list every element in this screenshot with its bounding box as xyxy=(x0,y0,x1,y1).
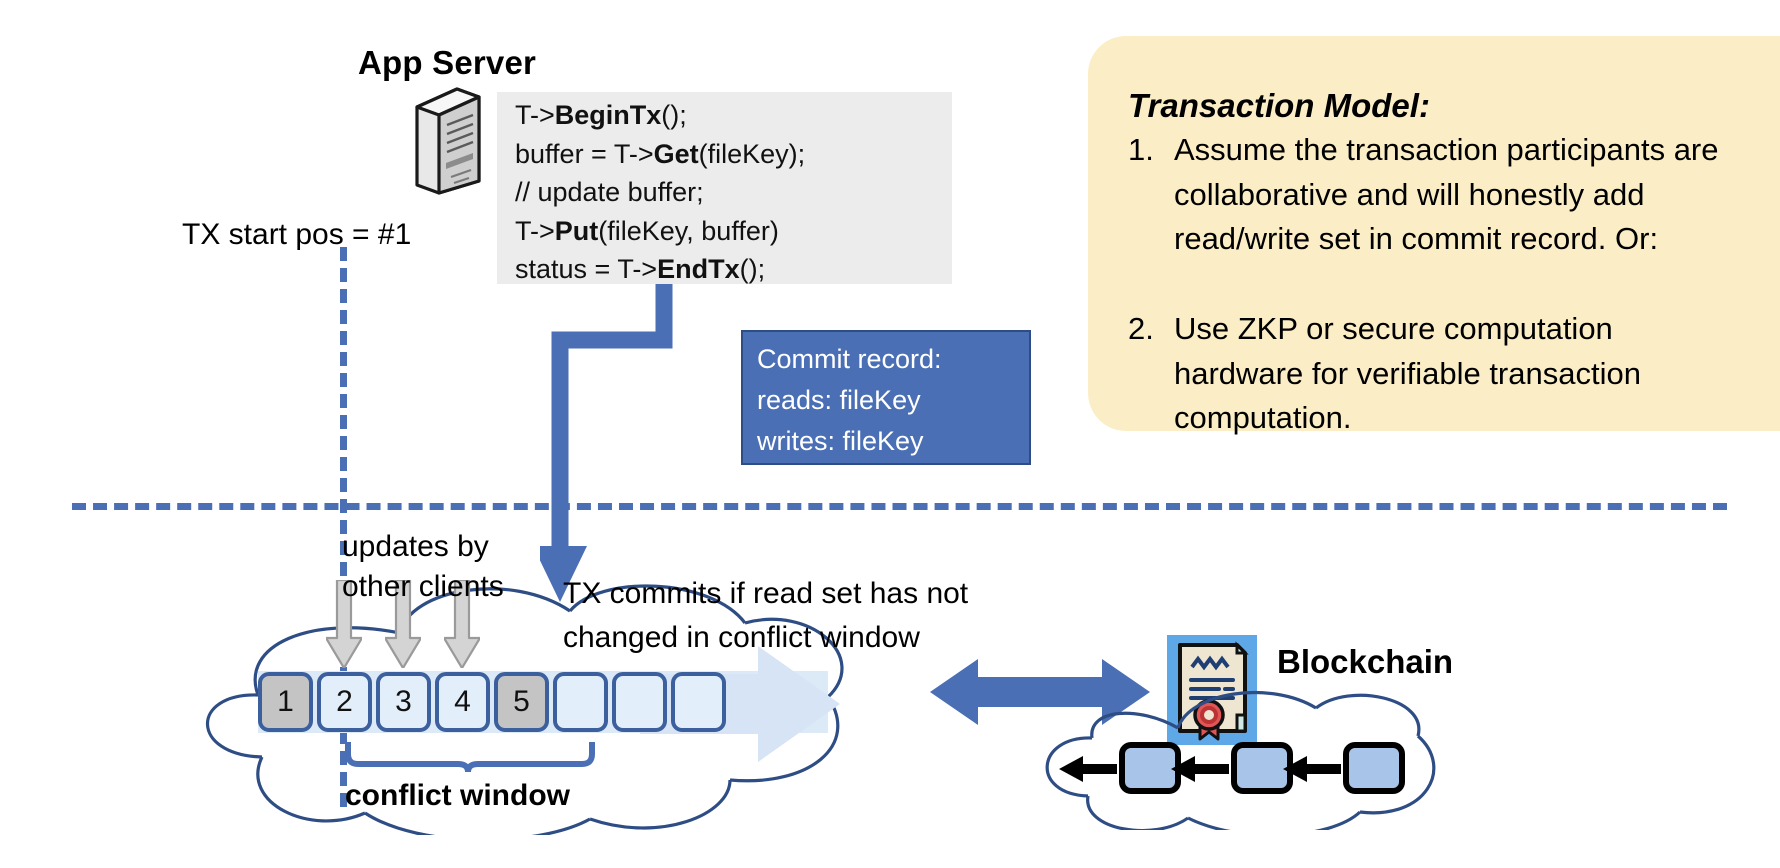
code-line: T->BeginTx(); xyxy=(515,100,687,130)
transaction-model-title: Transaction Model: xyxy=(1128,87,1430,124)
blockchain-link-arrow-2 xyxy=(1171,756,1229,782)
commit-record-box: Commit record: reads: fileKey writes: fi… xyxy=(741,330,1031,465)
log-box-label: 3 xyxy=(395,685,412,718)
blockchain-block-3[interactable] xyxy=(1343,742,1405,794)
tx-start-position-label: TX start pos = #1 xyxy=(182,218,412,251)
commit-record-writes: writes: fileKey xyxy=(757,426,924,456)
code-line: buffer = T->Get(fileKey); xyxy=(515,138,806,169)
log-box-3[interactable]: 3 xyxy=(376,672,431,732)
code-line: status = T->EndTx(); xyxy=(515,254,766,284)
layer-divider-dashed-line xyxy=(72,503,1727,510)
server-tower-icon xyxy=(415,87,481,195)
log-box-6[interactable] xyxy=(553,672,608,732)
updates-line-1: updates by xyxy=(342,530,489,563)
blockchain-cloud-outline xyxy=(1045,690,1436,830)
update-arrow-2 xyxy=(385,580,421,668)
update-arrow-1 xyxy=(326,580,362,668)
blockchain-sync-double-arrow xyxy=(930,659,1150,725)
list-number: 2. xyxy=(1128,311,1154,346)
transaction-model-panel xyxy=(1088,36,1780,431)
transaction-model-item-2: 2. Use ZKP or secure computation hardwar… xyxy=(1128,307,1748,441)
tx-commit-condition-label: TX commits if read set has not changed i… xyxy=(563,572,968,660)
list-number: 1. xyxy=(1128,132,1154,167)
log-box-5[interactable]: 5 xyxy=(494,672,549,732)
tx-commit-line-2: changed in conflict window xyxy=(563,621,920,654)
log-box-label: 1 xyxy=(277,685,294,718)
list-text: Assume the transaction participants are … xyxy=(1174,132,1719,256)
code-line: T->Put(fileKey, buffer) xyxy=(515,215,779,246)
code-block-background xyxy=(497,92,952,284)
tx-start-position-dashed-line xyxy=(340,247,347,807)
updates-by-other-clients-label: updates by other clients xyxy=(342,527,504,607)
list-text: Use ZKP or secure computation hardware f… xyxy=(1174,311,1641,435)
code-line: // update buffer; xyxy=(515,177,704,207)
log-box-label: 2 xyxy=(336,685,353,718)
blockchain-link-arrow-3 xyxy=(1283,756,1341,782)
app-server-title: App Server xyxy=(358,44,537,81)
log-box-7[interactable] xyxy=(612,672,667,732)
updates-line-2: other clients xyxy=(342,570,504,603)
transaction-model-item-1: 1. Assume the transaction participants a… xyxy=(1128,128,1728,262)
commit-record-reads: reads: fileKey xyxy=(757,385,921,415)
blockchain-link-arrow-1 xyxy=(1059,756,1117,782)
blockchain-label: Blockchain xyxy=(1277,643,1454,680)
log-growth-arrow xyxy=(640,646,840,762)
log-box-8[interactable] xyxy=(671,672,726,732)
code-block: T->BeginTx(); buffer = T->Get(fileKey); … xyxy=(515,96,955,289)
tx-commit-line-1: TX commits if read set has not xyxy=(563,577,969,610)
certificate-seal-icon xyxy=(1167,635,1257,745)
conflict-window-brace xyxy=(345,742,595,773)
conflict-window-label: conflict window xyxy=(345,779,570,812)
log-box-4[interactable]: 4 xyxy=(435,672,490,732)
commit-flow-arrow xyxy=(540,284,673,602)
log-box-1[interactable]: 1 xyxy=(258,672,313,732)
log-box-label: 5 xyxy=(513,685,530,718)
commit-record-title: Commit record: xyxy=(757,344,942,374)
log-box-label: 4 xyxy=(454,685,471,718)
blockchain-block-2[interactable] xyxy=(1231,742,1293,794)
log-box-2[interactable]: 2 xyxy=(317,672,372,732)
update-arrow-3 xyxy=(444,580,480,668)
